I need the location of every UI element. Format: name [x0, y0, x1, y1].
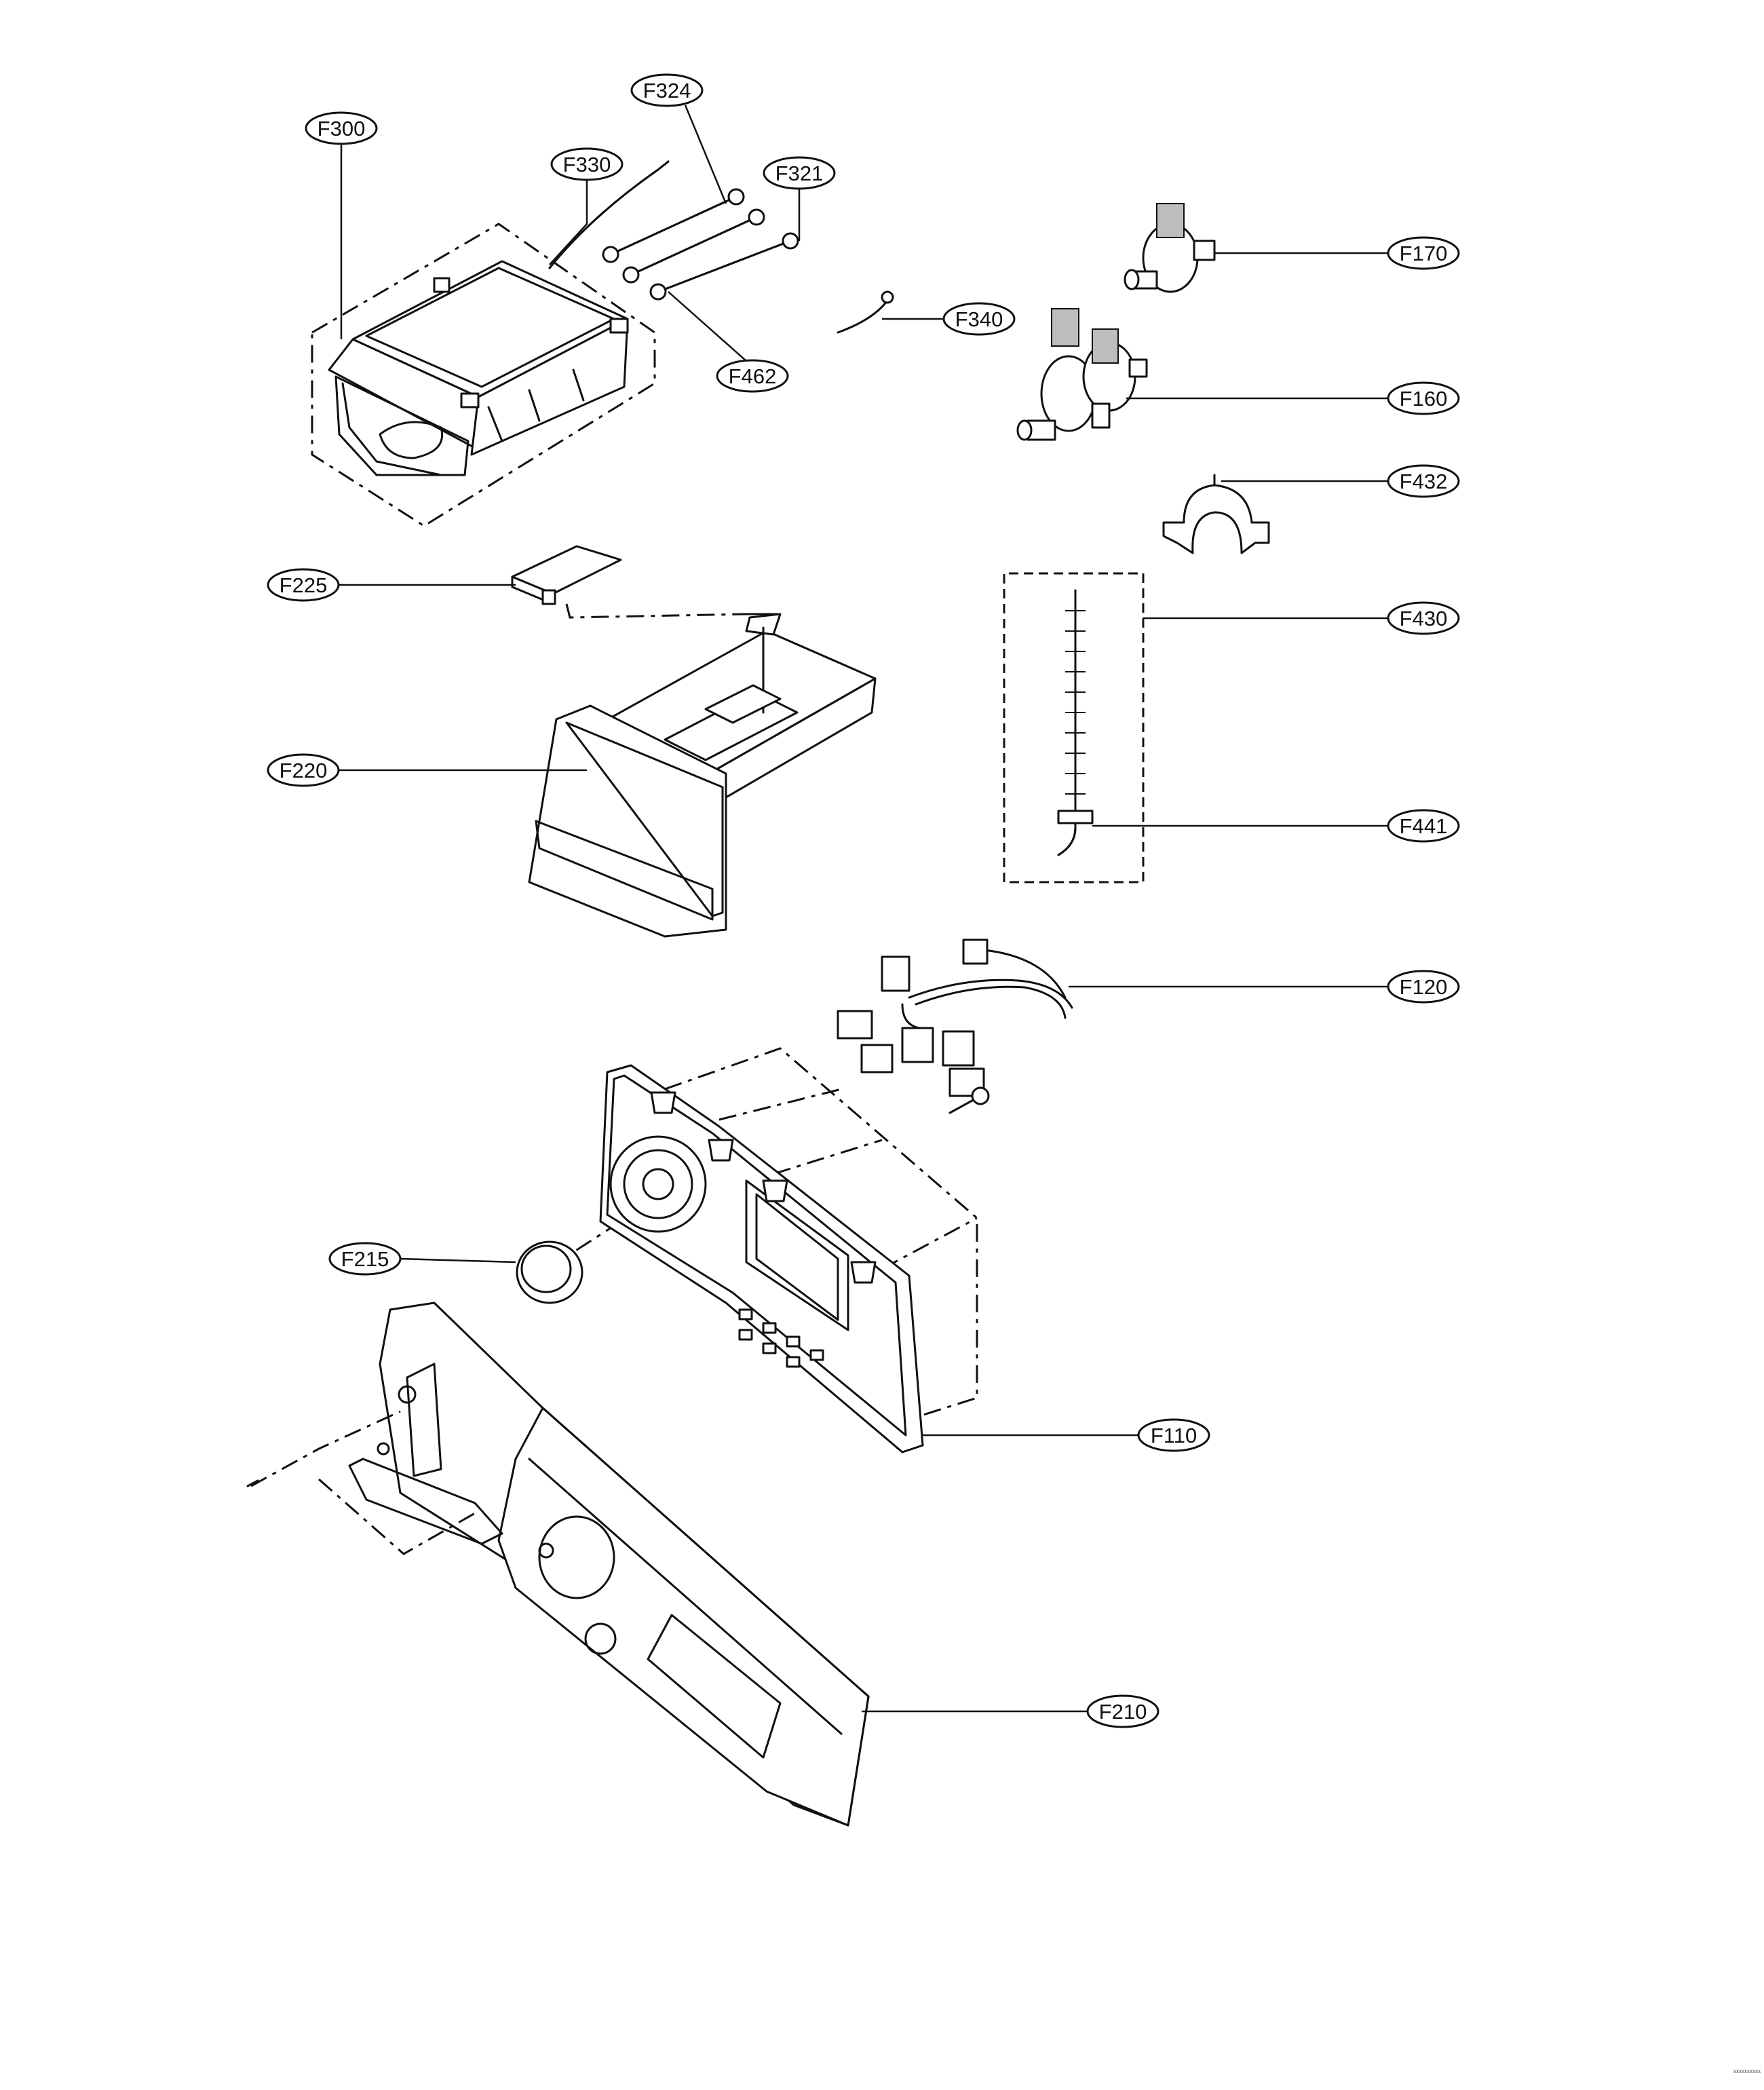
control-pcb-part	[599, 1064, 924, 1454]
callout-label: F220	[280, 759, 328, 782]
callout-F160: F160	[1387, 381, 1460, 415]
callout-label: F215	[341, 1247, 389, 1271]
callout-F432: F432	[1387, 464, 1460, 498]
callout-label: F225	[280, 573, 328, 597]
callout-F324: F324	[630, 73, 704, 107]
inlet-hoses-part	[602, 188, 799, 301]
control-panel-part	[348, 1302, 870, 1827]
hose-hanger-part	[1162, 484, 1270, 554]
leader-lines	[336, 104, 1391, 1713]
single-inlet-valve-part	[1124, 203, 1216, 293]
callout-label: F300	[318, 117, 366, 140]
wire-harness-part	[837, 938, 1073, 1097]
callout-F330: F330	[550, 147, 624, 181]
callout-F110: F110	[1137, 1418, 1210, 1452]
callout-F441: F441	[1387, 809, 1460, 843]
callout-F210: F210	[1086, 1694, 1159, 1728]
dispenser-lever-part	[511, 545, 622, 605]
callout-F120: F120	[1387, 970, 1460, 1004]
callout-label: F160	[1400, 387, 1448, 411]
callout-F300: F300	[305, 111, 378, 145]
dispenser-housing-part	[311, 223, 656, 527]
callout-F215: F215	[328, 1242, 402, 1276]
callout-F220: F220	[267, 753, 340, 787]
callout-F170: F170	[1387, 236, 1460, 270]
callout-label: F170	[1400, 242, 1448, 265]
callout-label: F321	[775, 162, 824, 185]
callout-F321: F321	[763, 156, 836, 190]
callout-F430: F430	[1387, 601, 1460, 635]
callout-label: F432	[1400, 470, 1448, 493]
callout-F225: F225	[267, 568, 340, 602]
double-inlet-valve-part	[1016, 308, 1148, 441]
screw-part	[948, 1086, 990, 1114]
callout-label: F120	[1400, 975, 1448, 999]
drain-hose-part	[1003, 572, 1145, 884]
small-hose-part	[837, 297, 890, 334]
callout-label: F110	[1151, 1424, 1197, 1447]
dispenser-drawer-part	[528, 613, 877, 938]
callout-label: F430	[1400, 607, 1448, 630]
callout-label: F330	[563, 153, 611, 176]
callout-label: F324	[643, 79, 691, 102]
callout-F340: F340	[942, 302, 1016, 336]
callout-label: F210	[1099, 1700, 1147, 1724]
callout-label: F340	[955, 307, 1003, 331]
callout-label: F441	[1400, 814, 1448, 838]
callout-label: F462	[729, 364, 777, 388]
callout-F462: F462	[716, 359, 789, 393]
footer-reference: xxxxxxxxxx	[1733, 2068, 1761, 2074]
knob-part	[516, 1240, 583, 1304]
